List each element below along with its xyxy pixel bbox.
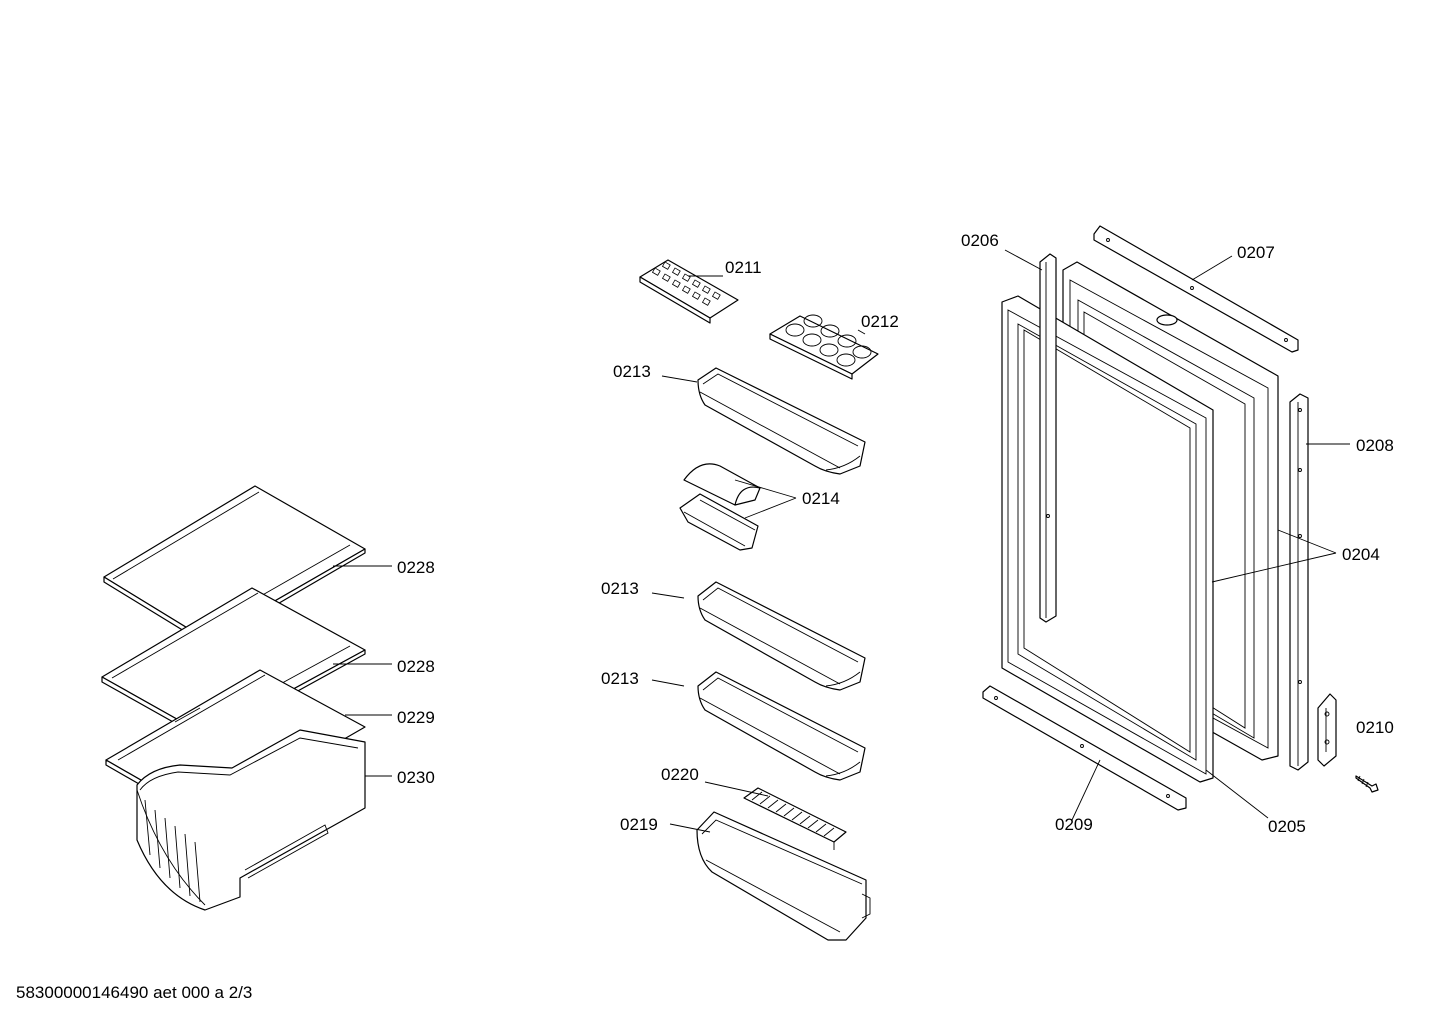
label-0210: 0210 xyxy=(1356,718,1394,737)
hinge-bracket xyxy=(1317,693,1337,767)
label-0213-middle: 0213 xyxy=(601,579,639,598)
ice-cube-tray xyxy=(639,259,739,324)
label-0213-lower: 0213 xyxy=(601,669,639,688)
label-0207: 0207 xyxy=(1237,243,1275,262)
door-shelf-middle xyxy=(697,581,866,691)
label-0219: 0219 xyxy=(620,815,658,834)
label-0212: 0212 xyxy=(861,312,899,331)
trim-strip-bottom xyxy=(982,685,1187,811)
small-box-with-lid xyxy=(679,463,761,551)
label-0208: 0208 xyxy=(1356,436,1394,455)
egg-tray xyxy=(769,314,879,380)
trim-strip-top xyxy=(1093,225,1299,353)
label-0214: 0214 xyxy=(802,489,840,508)
hinge-strip-left xyxy=(1039,253,1057,623)
door-shelf-upper xyxy=(697,367,866,475)
crisper-drawer xyxy=(136,729,366,911)
door-shelf-lower xyxy=(697,671,866,781)
label-0205: 0205 xyxy=(1268,817,1306,836)
label-0211: 0211 xyxy=(725,258,762,277)
label-0220: 0220 xyxy=(661,765,699,784)
label-0228-lower: 0228 xyxy=(397,657,435,676)
label-0228-upper: 0228 xyxy=(397,558,435,577)
label-0206: 0206 xyxy=(961,231,999,250)
hinge-strip-right xyxy=(1289,393,1309,771)
label-0204: 0204 xyxy=(1342,545,1380,564)
label-0213-upper: 0213 xyxy=(613,362,651,381)
bottle-retainer xyxy=(743,787,847,850)
label-0230: 0230 xyxy=(397,768,435,787)
screw xyxy=(1355,775,1379,793)
label-0209: 0209 xyxy=(1055,815,1093,834)
leader-lines xyxy=(333,249,1350,833)
label-0229: 0229 xyxy=(397,708,435,727)
document-reference: 58300000146490 aet 000 a 2/3 xyxy=(16,983,252,1002)
bottle-shelf xyxy=(696,811,871,941)
